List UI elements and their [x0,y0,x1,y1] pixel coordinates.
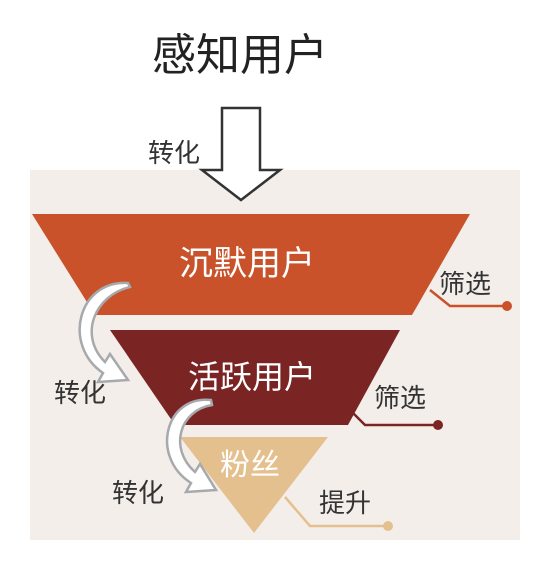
curve-arrow-icon-1 [78,281,132,384]
funnel-level-fans-label: 粉丝 [220,448,280,483]
connector-dot-fans [383,521,393,531]
curve-arrow-icon-2 [165,398,219,494]
funnel-level-fans [180,437,328,533]
connector-dot-silent [502,301,512,311]
down-arrow-icon [198,106,284,202]
diagram-title: 感知用户 [152,30,328,81]
connector-silent [429,289,505,308]
funnel-level-silent [32,214,470,315]
connector-fans [284,496,386,528]
funnel-level-silent-label: 沉默用户 [179,244,315,284]
side-label-fans: 提升 [319,489,371,519]
curve-label-1: 转化 [54,379,106,409]
side-label-active: 筛选 [374,384,426,414]
connector-active [344,404,436,427]
top-arrow-label: 转化 [148,139,200,169]
funnel-level-active-label: 活跃用户 [188,358,316,396]
side-label-silent: 筛选 [439,270,491,300]
curve-label-2: 转化 [112,479,164,509]
funnel-level-active [110,330,400,425]
connector-dot-active [433,420,443,430]
